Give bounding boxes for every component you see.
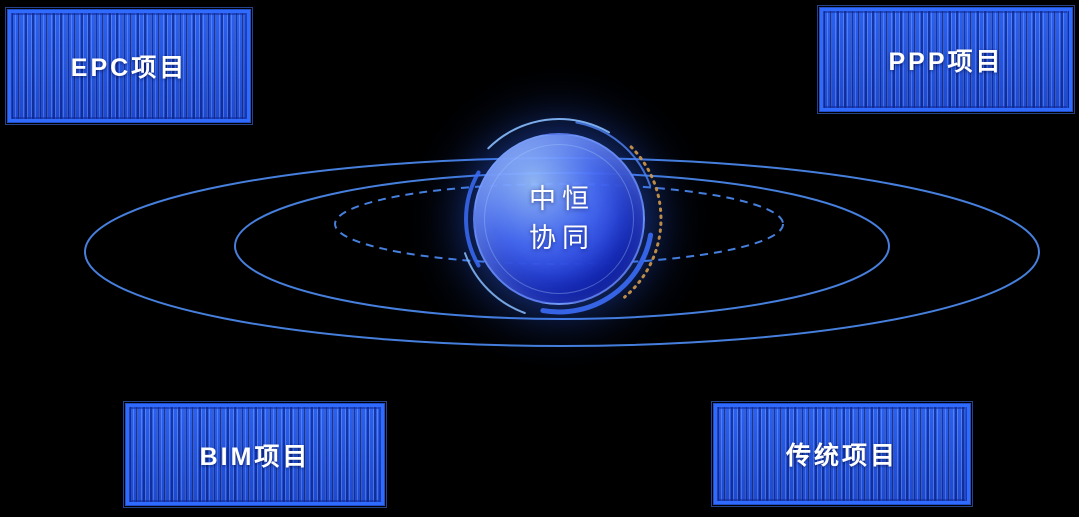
- orbit-inner-dashed: [334, 183, 784, 265]
- hub-title-line2: 协同: [529, 223, 595, 253]
- hub-arc-blue-top-right: [575, 121, 652, 187]
- center-hub: 中恒 协同: [439, 99, 679, 339]
- hub-arc-blue-left: [464, 170, 481, 268]
- node-bim-label: BIM项目: [199, 442, 311, 471]
- node-epc-label: EPC项目: [70, 54, 188, 82]
- hub-title: 中恒 协同: [523, 180, 595, 258]
- node-bim-project: BIM项目: [123, 401, 387, 508]
- node-epc-project: EPC项目: [5, 7, 253, 125]
- hub-arc-orange-dotted: [623, 145, 663, 299]
- node-ppp-label: PPP项目: [888, 47, 1004, 76]
- hub-arc-cyan-top: [487, 118, 610, 150]
- node-traditional-project: 传统项目: [711, 401, 973, 507]
- hub-arc-blue-bottom-right: [540, 232, 654, 315]
- node-ppp-project: PPP项目: [817, 5, 1075, 114]
- hub-title-line1: 中恒: [529, 183, 595, 214]
- hub-arc-decorations: [464, 118, 663, 315]
- hub-sphere: 中恒 协同: [473, 133, 645, 305]
- node-traditional-label: 传统项目: [785, 442, 898, 470]
- hub-arc-cyan-bottom-left: [464, 252, 526, 314]
